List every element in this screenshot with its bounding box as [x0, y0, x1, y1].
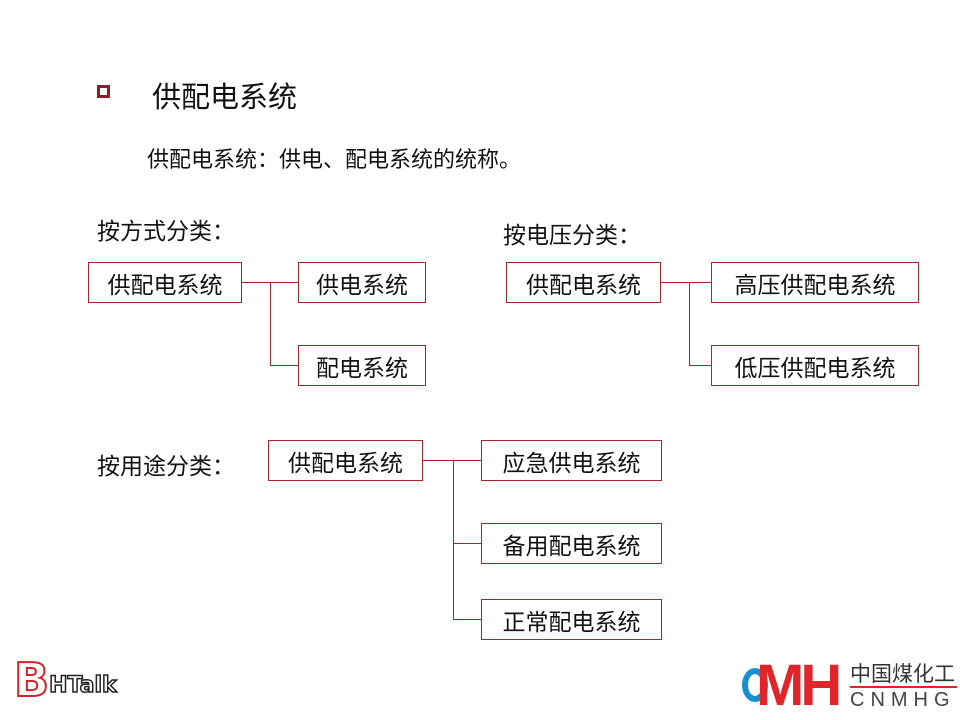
connector	[689, 365, 711, 366]
connector	[270, 282, 271, 365]
voltage-label: 按电压分类：	[503, 223, 641, 249]
page-title: 供配电系统	[152, 80, 298, 114]
connector	[689, 282, 690, 365]
method-child-box: 供电系统	[298, 262, 426, 303]
connector	[453, 460, 454, 620]
voltage-child-box: 高压供配电系统	[711, 262, 919, 303]
voltage-root-box: 供配电系统	[506, 262, 661, 303]
method-label: 按方式分类：	[97, 219, 235, 245]
connector	[270, 365, 298, 366]
use-child-box: 备用配电系统	[481, 523, 662, 564]
connector	[453, 619, 481, 620]
connector	[453, 543, 481, 544]
use-child-box: 应急供电系统	[481, 440, 662, 481]
use-label: 按用途分类：	[97, 454, 235, 480]
cnmhg-logo: MH 中国煤化工 CNMHG	[742, 656, 957, 716]
title-bullet-icon	[97, 85, 110, 98]
use-root-box: 供配电系统	[268, 440, 423, 481]
connector	[660, 282, 711, 283]
definition-text: 供配电系统：供电、配电系统的统称。	[147, 148, 522, 173]
connector	[422, 460, 481, 461]
method-child-box: 配电系统	[298, 345, 426, 386]
bhtalk-logo: B HTalk	[13, 653, 117, 707]
method-root-box: 供配电系统	[88, 262, 242, 303]
connector	[241, 282, 298, 283]
use-child-box: 正常配电系统	[481, 599, 662, 640]
voltage-child-box: 低压供配电系统	[711, 345, 919, 386]
